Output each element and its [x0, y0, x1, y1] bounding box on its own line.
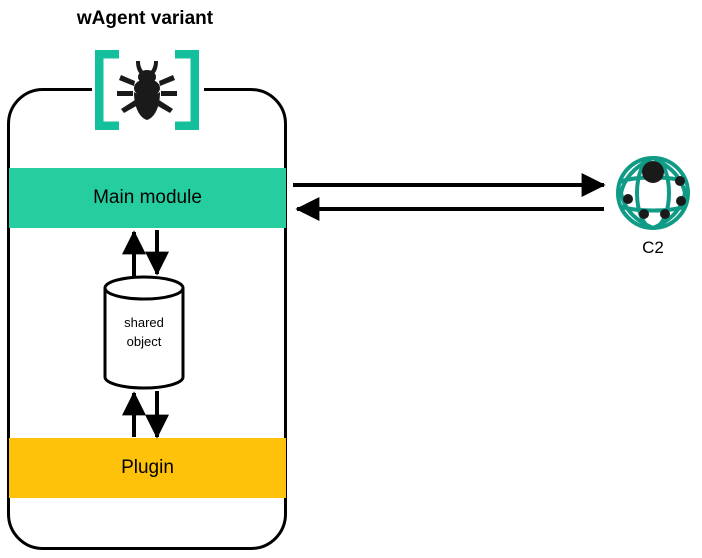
plugin-label: Plugin — [121, 457, 174, 478]
globe-network-icon — [612, 152, 694, 234]
shared-object-cylinder — [102, 273, 186, 392]
page-title: wAgent variant — [76, 8, 214, 29]
main-module-band[interactable]: Main module — [9, 168, 286, 228]
shared-object-label-line2: object — [126, 334, 162, 349]
plugin-band[interactable]: Plugin — [9, 438, 286, 498]
bug-icon — [95, 50, 199, 130]
c2-label: C2 — [642, 238, 664, 257]
shared-object-label-line1: shared — [124, 315, 164, 330]
main-module-label: Main module — [93, 187, 202, 208]
shared-object-label: shared object — [102, 313, 186, 351]
